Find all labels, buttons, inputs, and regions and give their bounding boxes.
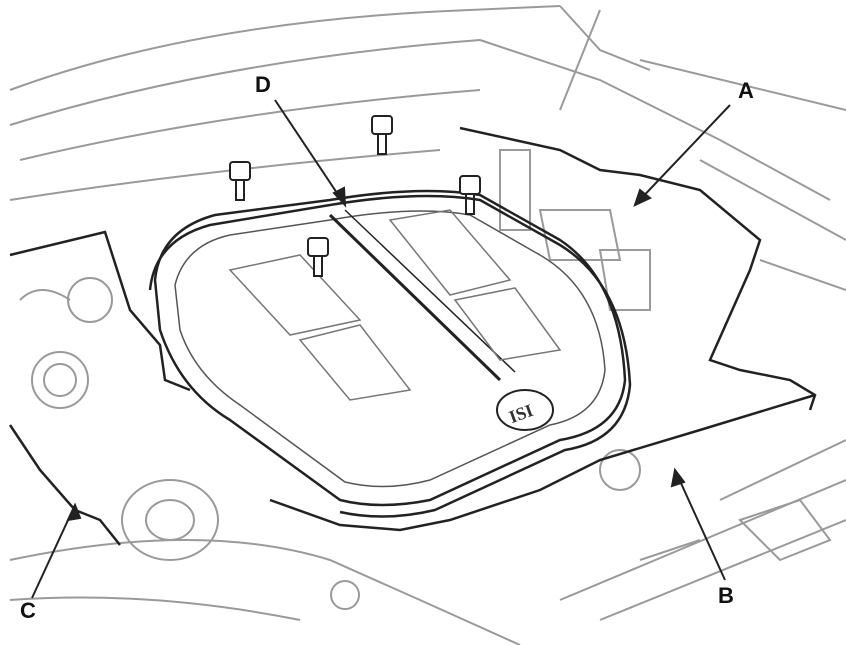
callout-d: D bbox=[255, 72, 271, 97]
panel-b-outline bbox=[269, 393, 816, 532]
bolt-icon-group bbox=[229, 115, 481, 277]
leader-a bbox=[634, 104, 731, 206]
cover-panels bbox=[8, 126, 817, 546]
bolt-icon-3 bbox=[459, 175, 481, 215]
panel-c-outline bbox=[9, 230, 191, 392]
leader-b bbox=[674, 469, 726, 581]
leader-lines bbox=[31, 99, 731, 599]
bolt-icon-2 bbox=[371, 115, 393, 155]
cover-emblem: ISI bbox=[506, 400, 535, 427]
callout-b: B bbox=[718, 583, 734, 608]
panel-a-outline bbox=[459, 126, 817, 411]
seal-outline bbox=[148, 194, 632, 518]
callout-a: A bbox=[738, 78, 754, 103]
leader-b-arrow bbox=[670, 467, 686, 488]
leader-a-arrow bbox=[633, 188, 652, 207]
body-structure bbox=[9, 5, 846, 645]
callout-c: C bbox=[20, 598, 36, 623]
leader-c-arrow bbox=[66, 502, 82, 522]
leader-d-arrow bbox=[332, 186, 347, 208]
bolt-icon-4 bbox=[307, 237, 329, 277]
leader-d bbox=[274, 99, 346, 206]
engine-cover bbox=[153, 189, 627, 507]
bolt-icon-1 bbox=[229, 161, 251, 201]
